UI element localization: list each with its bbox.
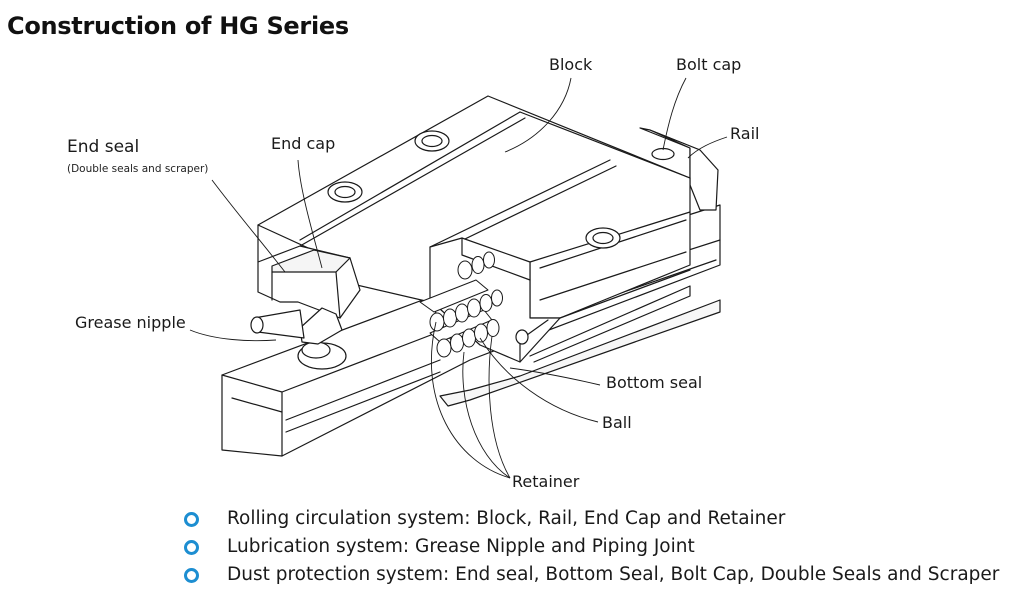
leader-rail xyxy=(687,136,728,159)
list-item: Lubrication system: Grease Nipple and Pi… xyxy=(180,533,999,561)
leader-lines xyxy=(189,77,728,479)
label-retainer: Retainer xyxy=(512,472,580,491)
label-end-seal: End seal xyxy=(67,137,140,157)
leader-ball xyxy=(479,337,599,423)
list-item-text: Dust protection system: End seal, Bottom… xyxy=(227,564,1000,585)
label-ball: Ball xyxy=(602,413,632,432)
label-rail: Rail xyxy=(730,124,760,143)
bullet-ring-icon xyxy=(184,539,199,555)
bullet-ring-icon xyxy=(184,511,199,527)
leader-retainer-2 xyxy=(462,351,511,479)
leader-bolt-cap xyxy=(662,77,687,151)
label-grease-nipple: Grease nipple xyxy=(75,313,186,332)
list-item: Dust protection system: End seal, Bottom… xyxy=(180,561,999,589)
label-end-seal-note: (Double seals and scraper) xyxy=(67,163,209,175)
leader-end-seal xyxy=(211,179,286,273)
ball-rows xyxy=(419,251,503,358)
leader-grease-nipple xyxy=(189,329,277,342)
leader-retainer-3 xyxy=(488,335,511,479)
end-cap-shape xyxy=(257,245,361,319)
label-block: Block xyxy=(549,55,593,74)
leader-block xyxy=(504,77,572,153)
page-title: Construction of HG Series xyxy=(7,12,349,40)
grease-nipple-shape xyxy=(250,307,347,370)
label-end-cap: End cap xyxy=(271,134,336,153)
list-item-text: Rolling circulation system: Block, Rail,… xyxy=(227,508,786,529)
label-bolt-cap: Bolt cap xyxy=(676,55,742,74)
list-item-text: Lubrication system: Grease Nipple and Pi… xyxy=(227,536,695,557)
system-list: Rolling circulation system: Block, Rail,… xyxy=(180,505,999,589)
leader-end-cap xyxy=(297,159,323,269)
leader-bottom-seal xyxy=(509,367,601,386)
mounting-holes xyxy=(327,130,621,345)
list-item: Rolling circulation system: Block, Rail,… xyxy=(180,505,999,533)
bolt-cap-shape xyxy=(651,147,675,161)
bullet-ring-icon xyxy=(184,567,199,583)
leader-retainer-1 xyxy=(431,321,511,479)
label-bottom-seal: Bottom seal xyxy=(606,373,703,392)
